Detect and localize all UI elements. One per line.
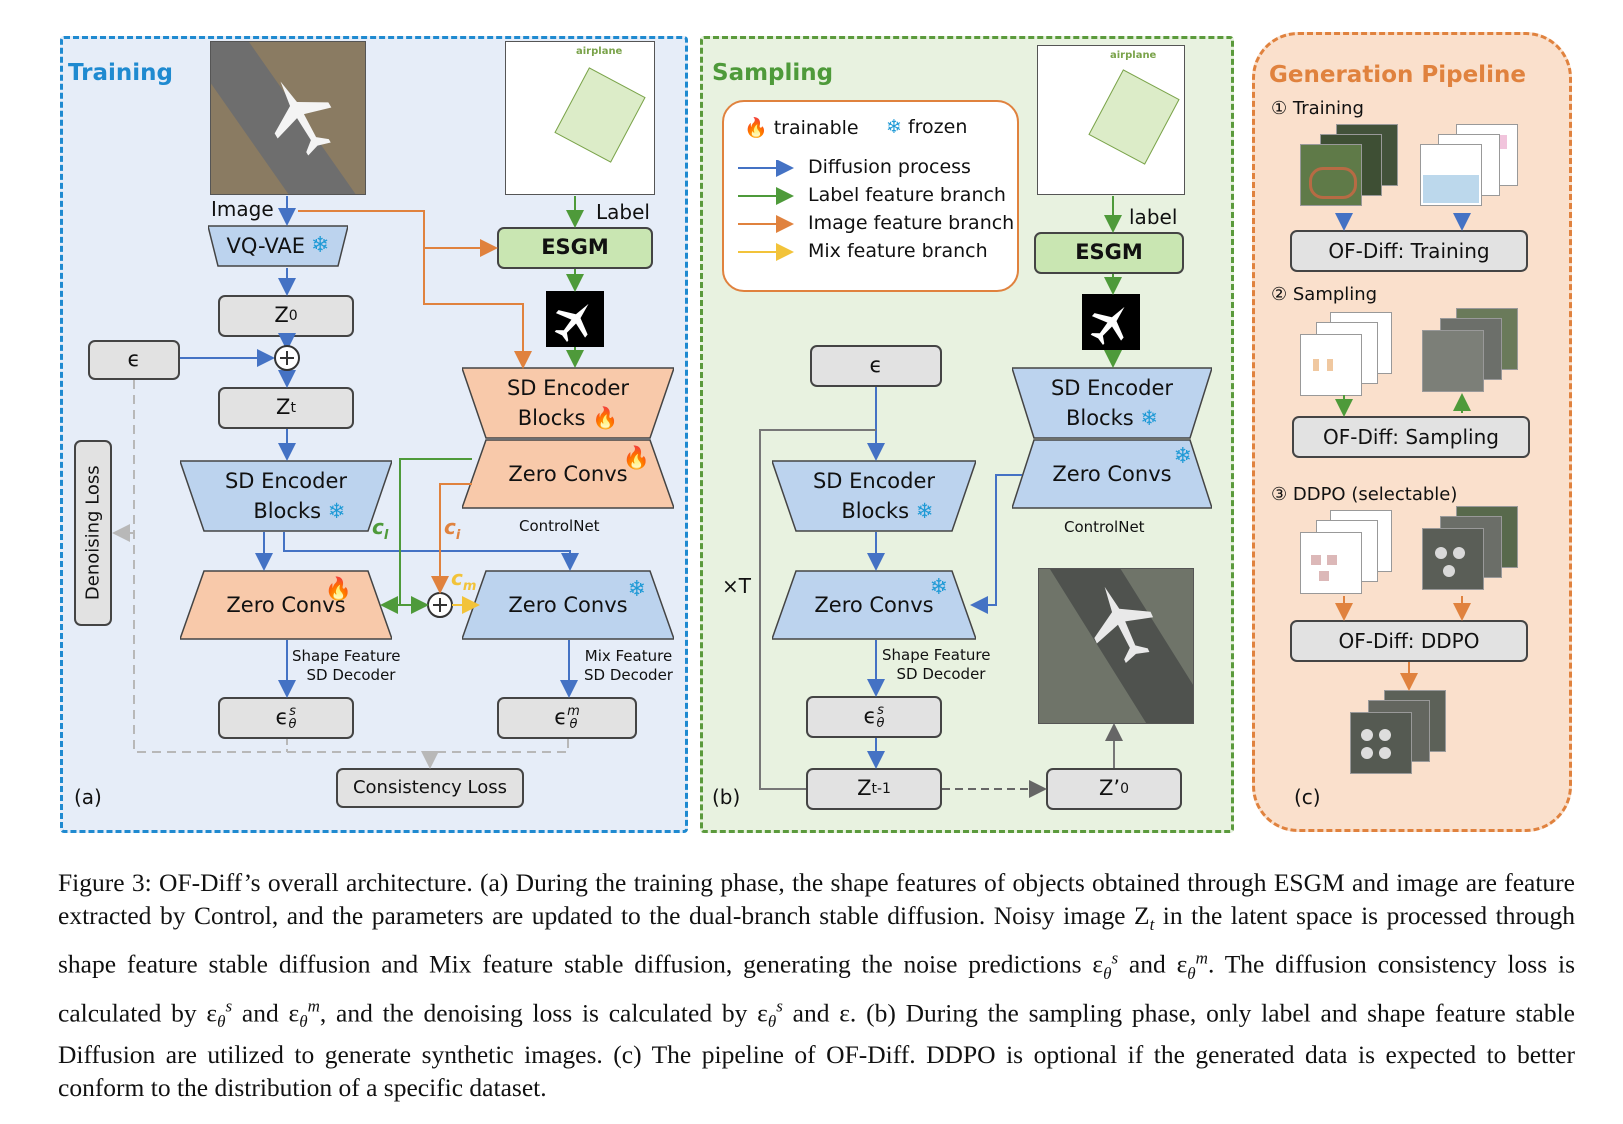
pipeline-title: Generation Pipeline — [1269, 62, 1526, 88]
denoising-loss-block: Denoising Loss — [74, 440, 112, 626]
legend-trainable: trainable — [773, 117, 859, 139]
shape-mask-sampling — [1082, 294, 1140, 350]
zero-convs-controlnet-sampling: Zero Convs ❄ — [1012, 439, 1212, 509]
snowflake-icon: ❄ — [327, 499, 346, 523]
snowflake-icon: ❄ — [311, 233, 330, 259]
panel-b-letter: (b) — [712, 785, 741, 809]
architecture-figure: Training airplane Image Label VQ-VAE ❄ Z… — [60, 32, 1572, 833]
input-aerial-image — [210, 41, 366, 195]
legend: 🔥 trainable ❄ frozen Diffusion process L… — [722, 100, 1019, 292]
snowflake-icon: ❄ — [1140, 406, 1159, 430]
generated-aerial-image — [1038, 568, 1194, 724]
fire-icon: 🔥 — [622, 446, 650, 471]
step2-label: ② Sampling — [1271, 284, 1378, 305]
cm-label: cm — [451, 566, 477, 594]
label-label: Label — [596, 200, 650, 224]
legend-arrows — [738, 160, 794, 261]
airplane-icon — [1090, 306, 1125, 345]
vq-vae-block: VQ-VAE ❄ — [208, 225, 348, 267]
shape-decoder-label-sampling: Shape Feature SD Decoder — [882, 646, 991, 683]
training-title: Training — [68, 60, 174, 86]
of-diff-sampling-box: OF-Diff: Sampling — [1292, 416, 1530, 458]
snowflake-icon: ❄ — [886, 116, 902, 138]
step1-label: ① Training — [1271, 98, 1364, 119]
legend-item: Label feature branch — [808, 184, 1006, 206]
epsilon-block: ϵ — [88, 340, 180, 380]
label-image: airplane — [505, 41, 655, 195]
airplane-icon — [1094, 586, 1154, 664]
sampling-title: Sampling — [712, 60, 834, 86]
zero-convs-sampling: Zero Convs ❄ — [772, 570, 976, 640]
consistency-loss-block: Consistency Loss — [336, 768, 524, 808]
controlnet-label: ControlNet — [519, 517, 600, 535]
zero-convs-controlnet: Zero Convs 🔥 — [462, 439, 674, 509]
shape-mask — [546, 291, 604, 347]
legend-item: Image feature branch — [808, 212, 1015, 234]
legend-frozen: frozen — [907, 116, 968, 138]
of-diff-ddpo-box: OF-Diff: DDPO — [1290, 620, 1528, 662]
connector-arrows — [112, 196, 1471, 798]
zero-convs-mix: Zero Convs ❄ — [462, 570, 674, 640]
esgm-block: ESGM — [497, 227, 653, 269]
figure-caption: Figure 3: OF-Diff’s overall architecture… — [58, 868, 1575, 1103]
epsilon-block-sampling: ϵ — [810, 345, 942, 387]
shape-decoder-label: Shape Feature SD Decoder — [292, 647, 401, 684]
image-label: Image — [211, 197, 274, 221]
sd-encoder-blocks-sampling: SD Encoder Blocks ❄ — [772, 460, 976, 532]
step3-label: ③ DDPO (selectable) — [1271, 484, 1458, 505]
airplane-icon — [554, 303, 589, 342]
cl-label: cl — [372, 515, 389, 543]
ci-label: ci — [444, 515, 461, 543]
snowflake-icon: ❄ — [627, 577, 646, 602]
label-image-sampling: airplane — [1037, 45, 1185, 195]
airplane-icon — [274, 81, 332, 156]
snowflake-icon: ❄ — [915, 499, 934, 523]
controlnet-label-sampling: ControlNet — [1064, 518, 1145, 536]
label-label-sampling: label — [1129, 205, 1178, 229]
zero-convs-shape: Zero Convs 🔥 — [180, 570, 392, 640]
fire-icon: 🔥 — [592, 406, 619, 430]
fire-icon: 🔥 — [744, 117, 768, 139]
z0-prime-block: Z’0 — [1046, 768, 1182, 810]
legend-item: Mix feature branch — [808, 240, 988, 262]
of-diff-training-box: OF-Diff: Training — [1290, 230, 1528, 272]
snowflake-icon: ❄ — [1173, 444, 1192, 469]
times-t-label: ×T — [722, 574, 751, 598]
panel-a-letter: (a) — [74, 785, 102, 809]
fire-icon: 🔥 — [324, 577, 352, 602]
esgm-block-sampling: ESGM — [1034, 232, 1184, 274]
snowflake-icon: ❄ — [929, 575, 948, 600]
panel-c-letter: (c) — [1294, 785, 1321, 809]
sd-encoder-blocks-frozen: SD Encoder Blocks ❄ — [180, 460, 392, 532]
legend-item: Diffusion process — [808, 156, 971, 178]
